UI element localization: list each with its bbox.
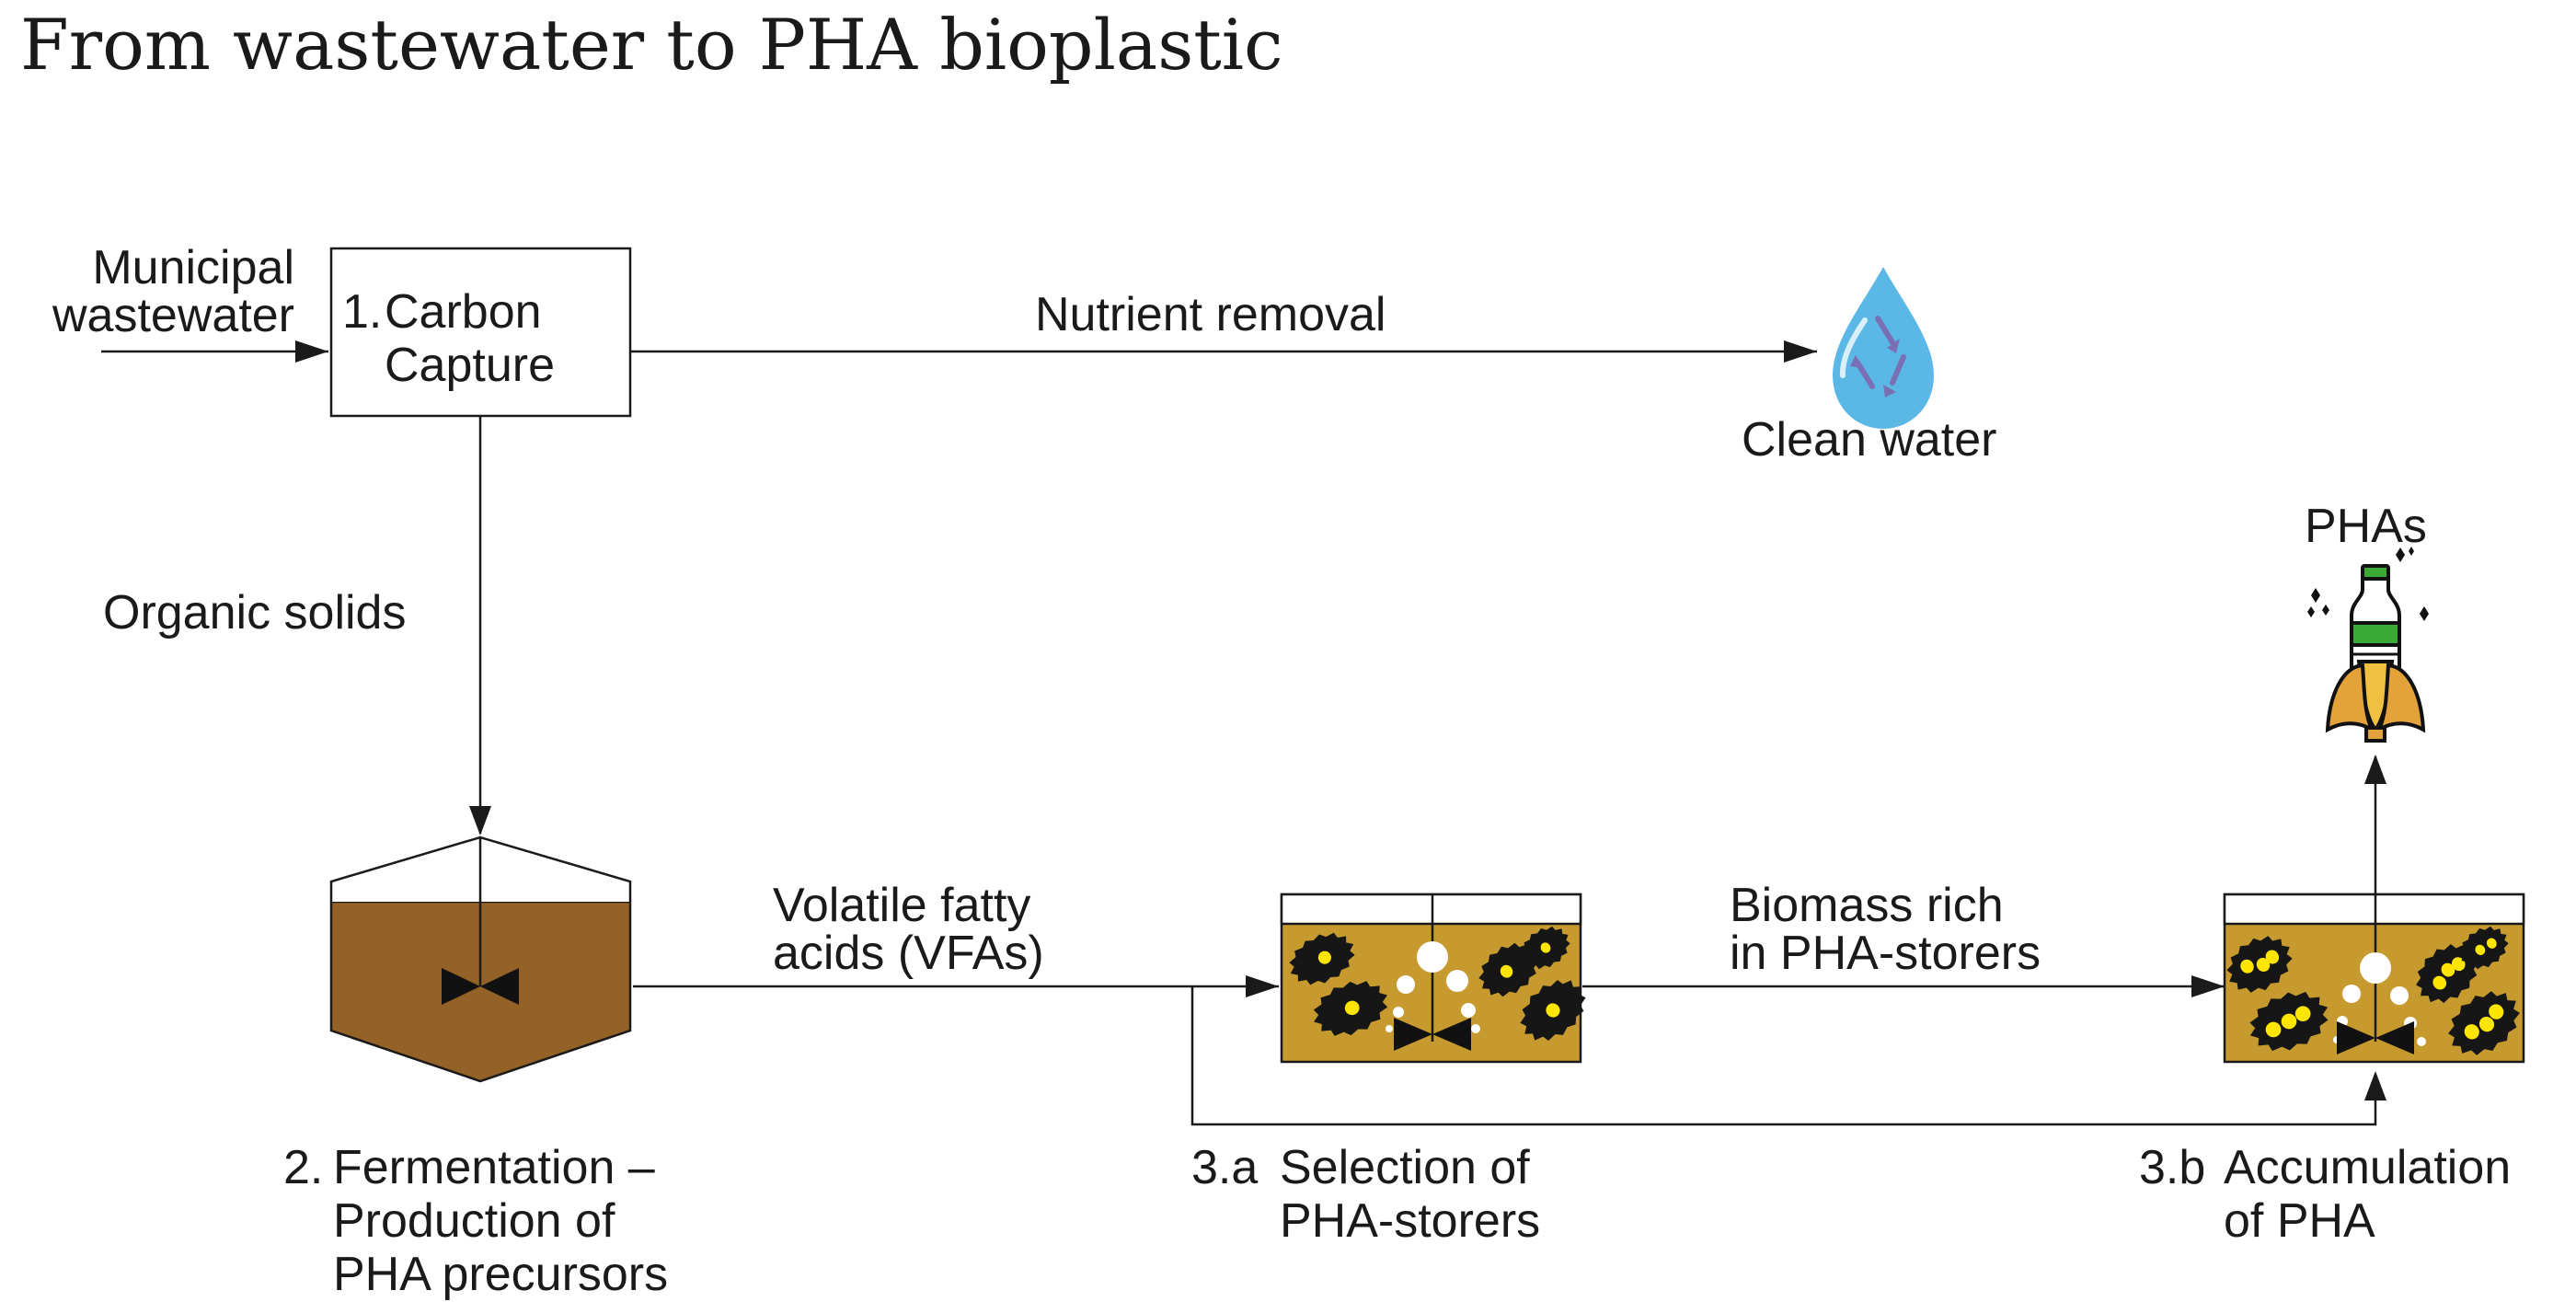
fermenter-tank	[329, 835, 632, 1083]
municipal-wastewater-label: Municipal wastewater	[52, 241, 294, 342]
bacteria-icon	[2447, 991, 2521, 1055]
bacteria-icon	[1520, 980, 1586, 1041]
vfa-label: Volatile fatty acids (VFAs)	[773, 879, 1044, 980]
air-bubble-icon	[1397, 975, 1415, 994]
arrow-to-phas-head	[2364, 755, 2386, 784]
carbon-capture-box	[329, 247, 632, 418]
water-drop-recycle-icon	[1833, 267, 1934, 429]
bacteria-icon	[1289, 932, 1355, 985]
phas-label: PHAs	[2305, 500, 2427, 553]
diagram-title: From wastewater to PHA bioplastic	[20, 4, 1283, 86]
air-bubble-icon	[1471, 1024, 1480, 1033]
arrow-organic-solids-head	[469, 806, 491, 835]
air-bubble-icon	[1446, 970, 1468, 992]
biomass-label: Biomass rich in PHA-storers	[1730, 879, 2041, 980]
corn-cob	[2325, 660, 2426, 743]
air-bubble-icon	[1386, 1025, 1393, 1032]
arrow-bypass-head	[2364, 1071, 2386, 1100]
air-bubble-icon	[2342, 985, 2361, 1003]
mixer-impeller-icon	[442, 968, 519, 1005]
bacteria-icon	[2459, 926, 2509, 970]
air-bubble-icon	[2390, 986, 2409, 1005]
bacteria-icon	[2249, 991, 2329, 1052]
air-bubble-icon	[1393, 1007, 1404, 1018]
organic-solids-label: Organic solids	[103, 586, 407, 639]
air-bubble-icon	[2360, 952, 2391, 984]
mixer-impeller-icon	[2337, 1021, 2414, 1054]
bacteria-icon	[1521, 926, 1570, 970]
mixer-impeller-icon	[1394, 1018, 1471, 1051]
step-2-label: 2.Fermentation – Production of PHA precu…	[283, 1141, 669, 1301]
air-bubble-icon	[1417, 941, 1448, 973]
nutrient-removal-label: Nutrient removal	[1035, 288, 1386, 341]
air-bubble-icon	[2417, 1037, 2426, 1046]
step-1-label: 1.Carbon Capture	[342, 285, 555, 392]
bacteria-icon	[1478, 942, 1539, 997]
accumulation-tank	[2223, 893, 2525, 1064]
bioplastic-bottle-corn-icon	[2307, 547, 2429, 743]
bacteria-icon	[2226, 936, 2293, 993]
selection-tank	[1280, 893, 1586, 1064]
sparkle-icon	[2307, 547, 2429, 621]
bacteria-icon	[1313, 981, 1388, 1036]
air-bubble-icon	[1461, 1003, 1476, 1018]
clean-water-label: Clean water	[1742, 413, 1997, 467]
